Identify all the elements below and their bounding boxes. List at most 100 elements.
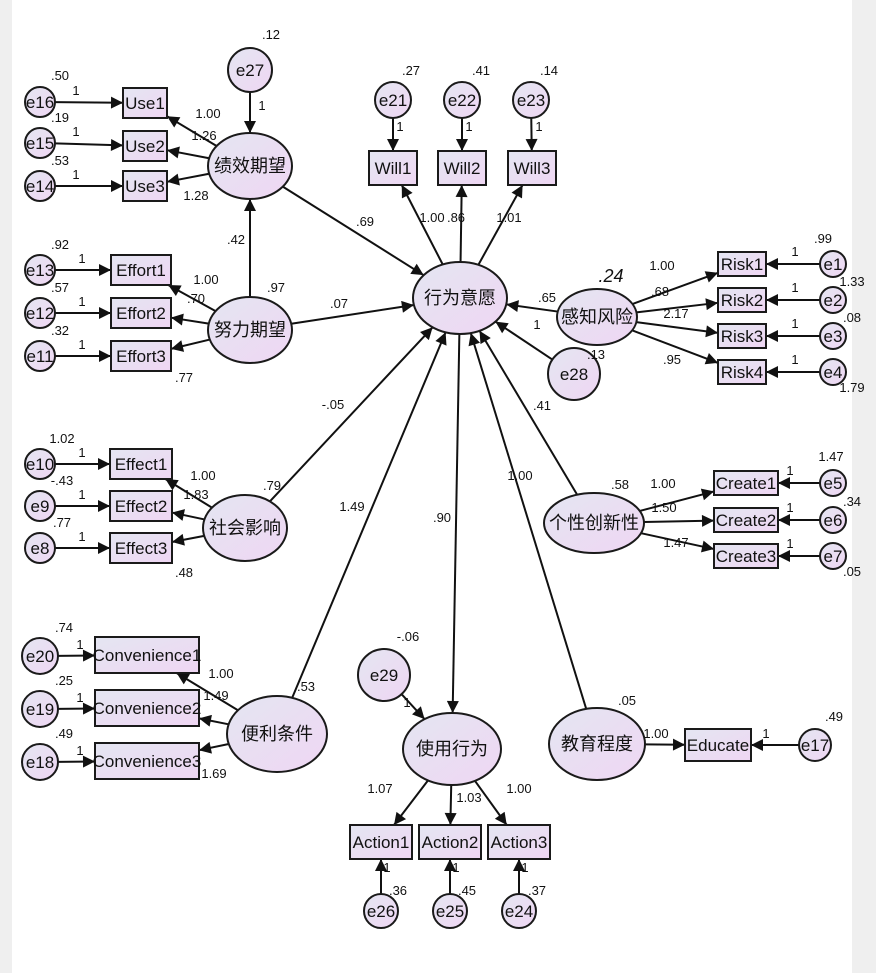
error-term-e27[interactable] [227,47,273,93]
observed-variable-Conv1[interactable] [94,636,200,674]
latent-variable-ee[interactable] [207,296,293,364]
observed-label: Educate [687,736,749,755]
observed-variable-Effect3[interactable] [109,532,173,564]
observed-label: Effort3 [116,347,166,366]
latent-label: 行为意愿 [424,288,496,309]
error-term-e18[interactable] [21,743,59,781]
observed-label: Risk2 [721,291,764,310]
error-term-e21[interactable] [374,81,412,119]
error-term-e29[interactable] [357,648,411,702]
path-coefficient: 1 [78,251,85,266]
observed-variable-Action1[interactable] [349,824,413,860]
observed-variable-Use1[interactable] [122,87,168,119]
error-term-e28[interactable] [547,347,601,401]
observed-variable-Effort2[interactable] [110,297,172,329]
error-term-e15[interactable] [24,127,56,159]
error-term-e12[interactable] [24,297,56,329]
observed-variable-Effect1[interactable] [109,448,173,480]
error-term-e14[interactable] [24,170,56,202]
error-term-e3[interactable] [819,322,847,350]
latent-variable-bi[interactable] [412,261,508,335]
error-label: e14 [26,177,54,196]
error-term-e24[interactable] [501,893,537,929]
error-term-e10[interactable] [24,448,56,480]
latent-variable-ub[interactable] [402,712,502,786]
path-arrow-e29-ub [400,693,426,720]
observed-variable-Risk4[interactable] [717,359,767,385]
latent-variable-ed[interactable] [548,707,646,781]
right-scrollbar[interactable] [852,0,876,973]
latent-variable-pe[interactable] [207,132,293,200]
latent-variable-fc[interactable] [226,695,328,773]
path-coefficient: 1.03 [456,790,481,805]
path-arrow-e28-bi [494,320,553,361]
error-term-e8[interactable] [24,532,56,564]
variance-label: .50 [51,68,69,83]
observed-label: Effect3 [115,539,168,558]
variance-label: .92 [51,237,69,252]
error-term-e17[interactable] [798,728,832,762]
observed-variable-Use2[interactable] [122,130,168,162]
path-coefficient: 1.49 [339,499,364,514]
path-arrow-si-Effect3 [171,533,205,546]
variance-label: -.43 [51,473,73,488]
observed-variable-Educate[interactable] [684,728,752,762]
observed-label: Convenience1 [93,646,202,665]
observed-variable-Create2[interactable] [713,507,779,533]
variance-label: .14 [540,63,558,78]
error-term-e19[interactable] [21,690,59,728]
observed-variable-Effort3[interactable] [110,340,172,372]
path-coefficient: 1 [762,726,769,741]
observed-variable-Will2[interactable] [437,150,487,186]
path-coefficient: 1.00 [195,106,220,121]
error-term-e7[interactable] [819,542,847,570]
observed-label: Risk1 [721,255,764,274]
error-term-e16[interactable] [24,86,56,118]
path-arrow-bi-Will2 [455,184,468,263]
latent-variable-pr[interactable] [556,288,638,346]
observed-variable-Conv2[interactable] [94,689,200,727]
path-coefficient: 1 [72,83,79,98]
variance-label: .12 [262,27,280,42]
error-label: e19 [26,700,54,719]
path-arrow-si-Effect2 [171,509,205,521]
error-term-e13[interactable] [24,254,56,286]
path-arrow-pr-Risk3 [636,321,719,338]
error-term-e20[interactable] [21,637,59,675]
observed-variable-Will1[interactable] [368,150,418,186]
error-term-e22[interactable] [443,81,481,119]
error-term-e9[interactable] [24,490,56,522]
path-arrow-ee-Effort1 [167,284,217,312]
error-label: e7 [824,547,843,566]
error-term-e26[interactable] [363,893,399,929]
observed-label: Effect2 [115,497,168,516]
path-arrow-pr-Risk2 [636,298,719,314]
observed-variable-Create1[interactable] [713,470,779,496]
latent-variable-si[interactable] [202,494,288,562]
path-arrow-ub-Action2 [444,784,457,826]
path-coefficient: .07 [330,296,348,311]
observed-variable-Effort1[interactable] [110,254,172,286]
latent-label: 绩效期望 [214,156,286,177]
error-term-e23[interactable] [512,81,550,119]
error-label: e17 [801,736,829,755]
observed-variable-Action3[interactable] [487,824,551,860]
observed-variable-Risk1[interactable] [717,251,767,277]
observed-variable-Risk3[interactable] [717,323,767,349]
error-term-e6[interactable] [819,506,847,534]
error-term-e1[interactable] [819,250,847,278]
latent-variable-pi[interactable] [543,492,645,554]
error-term-e2[interactable] [819,286,847,314]
observed-variable-Create3[interactable] [713,543,779,569]
observed-variable-Will3[interactable] [507,150,557,186]
error-term-e25[interactable] [432,893,468,929]
error-term-e5[interactable] [819,469,847,497]
path-coefficient: 1 [78,529,85,544]
error-term-e4[interactable] [819,358,847,386]
observed-variable-Use3[interactable] [122,170,168,202]
observed-variable-Risk2[interactable] [717,287,767,313]
observed-variable-Action2[interactable] [418,824,482,860]
error-term-e11[interactable] [24,340,56,372]
observed-variable-Effect2[interactable] [109,490,173,522]
observed-variable-Conv3[interactable] [94,742,200,780]
